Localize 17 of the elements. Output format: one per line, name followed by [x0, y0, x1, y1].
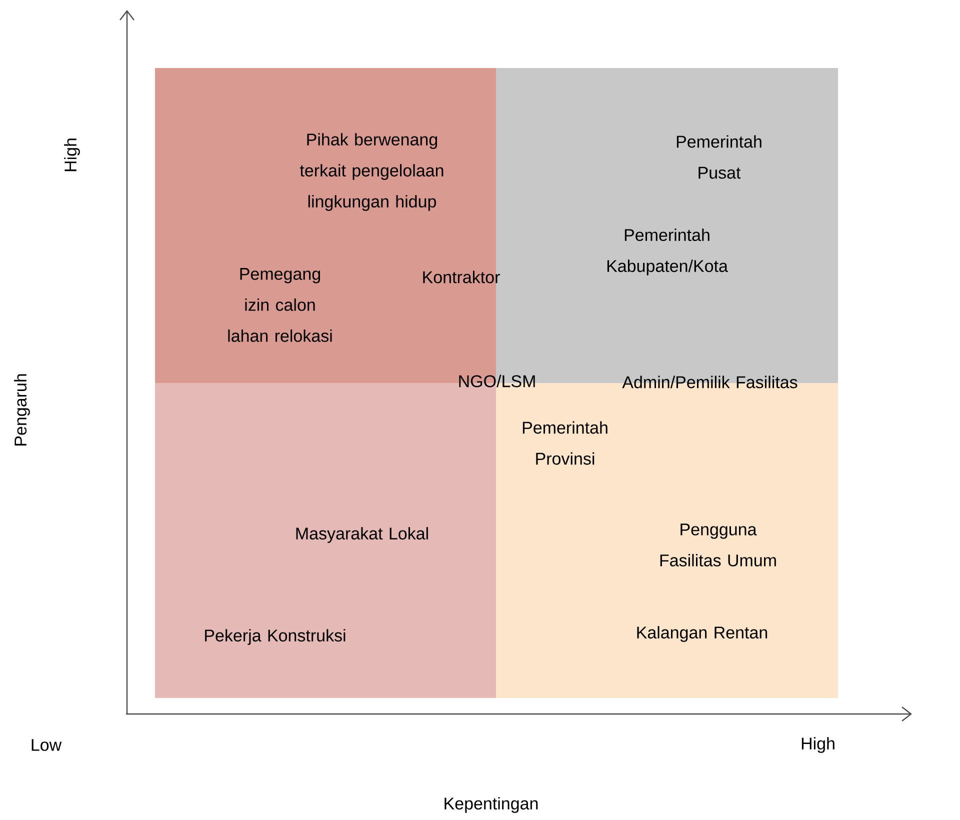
axis-label: High — [64, 138, 80, 172]
stakeholder-label: Pemerintah Kabupaten/Kota — [607, 228, 728, 276]
axis-label: High — [802, 737, 834, 753]
stakeholder-label: Admin/Pemilik Fasilitas — [622, 376, 798, 388]
stakeholder-label: Pengguna Fasilitas Umum — [660, 524, 776, 566]
stakeholder-label: Pihak berwenang terkait pengelolaan lingkungan hidup — [300, 133, 444, 211]
stakeholder-label: Pekerja Konstruksi — [205, 629, 346, 645]
stakeholder-label: Kontraktor — [423, 270, 500, 284]
axis-title: Kepentingan — [444, 797, 538, 813]
stakeholder-label: Pemerintah Provinsi — [522, 421, 608, 465]
stakeholder-label: Masyarakat Lokal — [296, 527, 428, 543]
stakeholder-label: Pemegang izin calon lahan relokasi — [228, 268, 332, 342]
stakeholder-label: Kalangan Rentan — [637, 626, 768, 642]
stakeholder-label: Pemerintah Pusat — [676, 135, 762, 179]
axis-label: Low — [32, 739, 62, 751]
axis-title: Pengaruh — [14, 374, 30, 446]
stakeholder-label: NGO/LSM — [459, 374, 535, 388]
